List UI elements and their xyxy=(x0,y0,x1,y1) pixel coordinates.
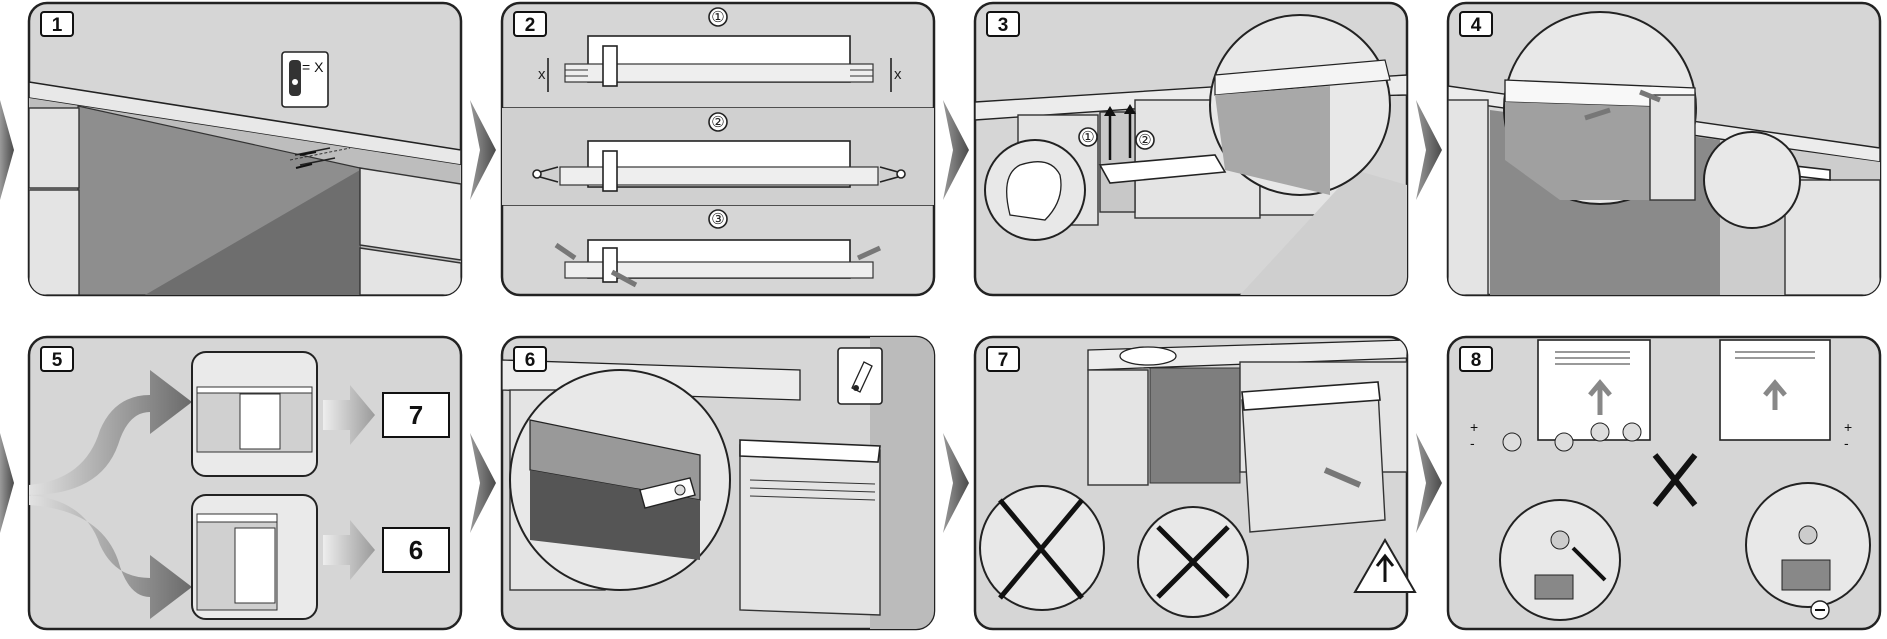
panel-step-5: 7 6 5 xyxy=(27,335,463,631)
branch-arrow-icon xyxy=(29,370,192,495)
step-number: 5 xyxy=(52,350,63,371)
panel-step-6: 6 xyxy=(500,335,936,631)
zoom-detail-circle xyxy=(1745,482,1871,608)
sink-icon xyxy=(1119,346,1177,366)
next-arrow-icon xyxy=(323,520,375,580)
step-number: 6 xyxy=(525,350,536,371)
scissors-icon xyxy=(532,169,542,179)
dishwasher-body xyxy=(1241,389,1386,533)
step-number: 1 xyxy=(52,15,63,36)
adjustable-foot-icon xyxy=(1781,559,1831,591)
chevron-arrow-icon xyxy=(1416,433,1442,533)
panel-step-7: 7 xyxy=(973,335,1417,631)
goto-step-box xyxy=(382,392,450,438)
step-badge xyxy=(986,11,1020,37)
chevron-arrow-icon xyxy=(943,433,969,533)
push-arrow-icon xyxy=(1323,467,1362,488)
panel-step-8: + - + - 8 xyxy=(1446,335,1882,631)
goto-step-number: 7 xyxy=(409,400,423,430)
ruler-icon xyxy=(289,60,301,96)
step-badge xyxy=(1459,346,1493,372)
measure-equals-label: = X xyxy=(302,59,324,75)
adjustable-foot-icon xyxy=(1534,574,1574,600)
step-number: 8 xyxy=(1471,350,1482,371)
next-arrow-icon xyxy=(323,385,375,445)
chevron-arrow-icon xyxy=(470,100,496,200)
zoom-detail-circle xyxy=(1703,131,1801,229)
raise-arrow-icon xyxy=(1763,379,1787,410)
incorrect-x-icon xyxy=(1156,525,1230,599)
step-number: 4 xyxy=(1471,15,1482,36)
chevron-arrow-icon xyxy=(943,100,969,200)
peel-arrow-icon xyxy=(610,269,638,288)
incorrect-x-icon xyxy=(998,498,1084,600)
step-number: 7 xyxy=(998,350,1009,371)
screwdriver-icon xyxy=(1571,546,1607,582)
peel-arrow-icon xyxy=(1584,107,1611,121)
sub-step-marker: ① xyxy=(1081,129,1094,146)
branch-arrow-icon xyxy=(29,495,192,619)
raise-arrow-icon xyxy=(1588,379,1612,415)
chevron-arrow-icon xyxy=(0,433,14,533)
step-badge xyxy=(513,11,547,37)
step-arrows xyxy=(0,100,1442,533)
step-number: 3 xyxy=(998,15,1009,36)
adjust-plus-sign: + xyxy=(1844,419,1852,435)
step-number: 2 xyxy=(525,15,536,36)
scissors-icon xyxy=(896,169,906,179)
step-badge xyxy=(40,11,74,37)
step-badge xyxy=(1459,11,1493,37)
goto-step-box xyxy=(382,527,450,573)
dishwasher-body xyxy=(739,444,881,616)
panel-step-3: ① ② 3 xyxy=(973,1,1409,297)
adjust-minus-sign: - xyxy=(1844,435,1849,451)
adjust-minus-sign: - xyxy=(1470,435,1475,451)
goto-step-number: 6 xyxy=(409,535,423,565)
sub-step-marker: ② xyxy=(711,114,724,131)
cloth-hand-icon xyxy=(1006,161,1062,221)
chevron-arrow-icon xyxy=(470,433,496,533)
sub-step-marker: ② xyxy=(1138,132,1151,149)
peel-arrow-icon xyxy=(554,242,577,261)
step-badge xyxy=(986,346,1020,372)
chevron-arrow-icon xyxy=(1416,100,1442,200)
sub-step-marker: ③ xyxy=(711,211,724,228)
step-badge xyxy=(40,346,74,372)
panel-step-4: 4 xyxy=(1446,1,1882,297)
dimension-x-label: x xyxy=(894,66,902,83)
panel-step-1: = X 1 xyxy=(27,1,463,297)
chevron-arrow-icon xyxy=(0,100,14,200)
panel-step-2: x x ① ② ③ 2 xyxy=(500,1,936,297)
adjust-plus-sign: + xyxy=(1470,419,1478,435)
sub-step-marker: ① xyxy=(711,9,724,26)
peel-arrow-icon xyxy=(1639,89,1661,103)
peel-arrow-icon xyxy=(856,245,882,261)
step-badge xyxy=(513,346,547,372)
tape-strip xyxy=(1098,154,1227,184)
incorrect-x-icon xyxy=(1652,453,1698,507)
zoom-detail-circle xyxy=(1499,499,1621,621)
dimension-x-label: x xyxy=(538,66,546,83)
